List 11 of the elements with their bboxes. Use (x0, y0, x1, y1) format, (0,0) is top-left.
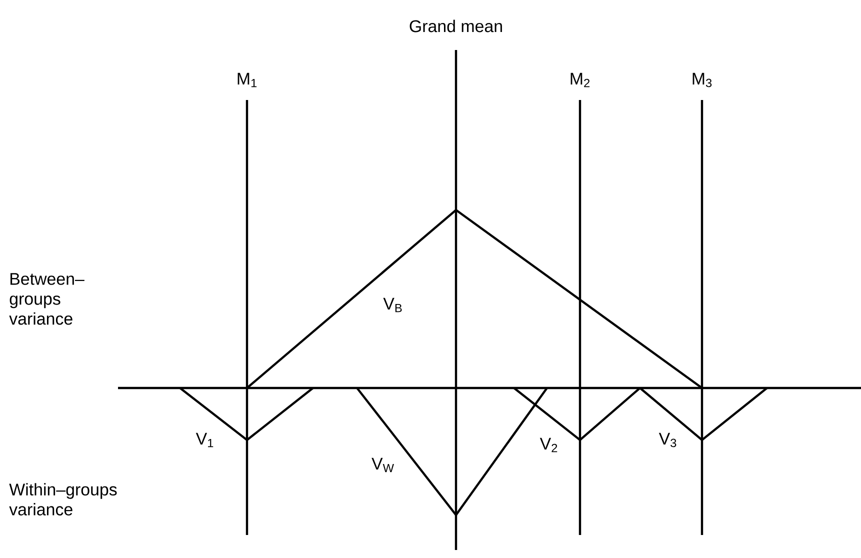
line-label: M$_{3}$ (692, 72, 712, 88)
variance-label: V$_{3}$ (658, 432, 676, 448)
variance-label: V$_{B}$ (383, 298, 402, 312)
variance-label: V$_{1}$ (196, 432, 214, 448)
axis-label: Between–groups variance (9, 273, 84, 325)
line-label: M$_{1}$ (238, 72, 257, 88)
line-label: Grand mean (410, 20, 502, 32)
variance-label: V$_{W}$ (372, 458, 394, 472)
variance-label: V$_{2}$ (540, 438, 558, 452)
line-label: M$_{2}$ (570, 72, 590, 88)
axis-label: Within–groups variance (9, 483, 117, 516)
